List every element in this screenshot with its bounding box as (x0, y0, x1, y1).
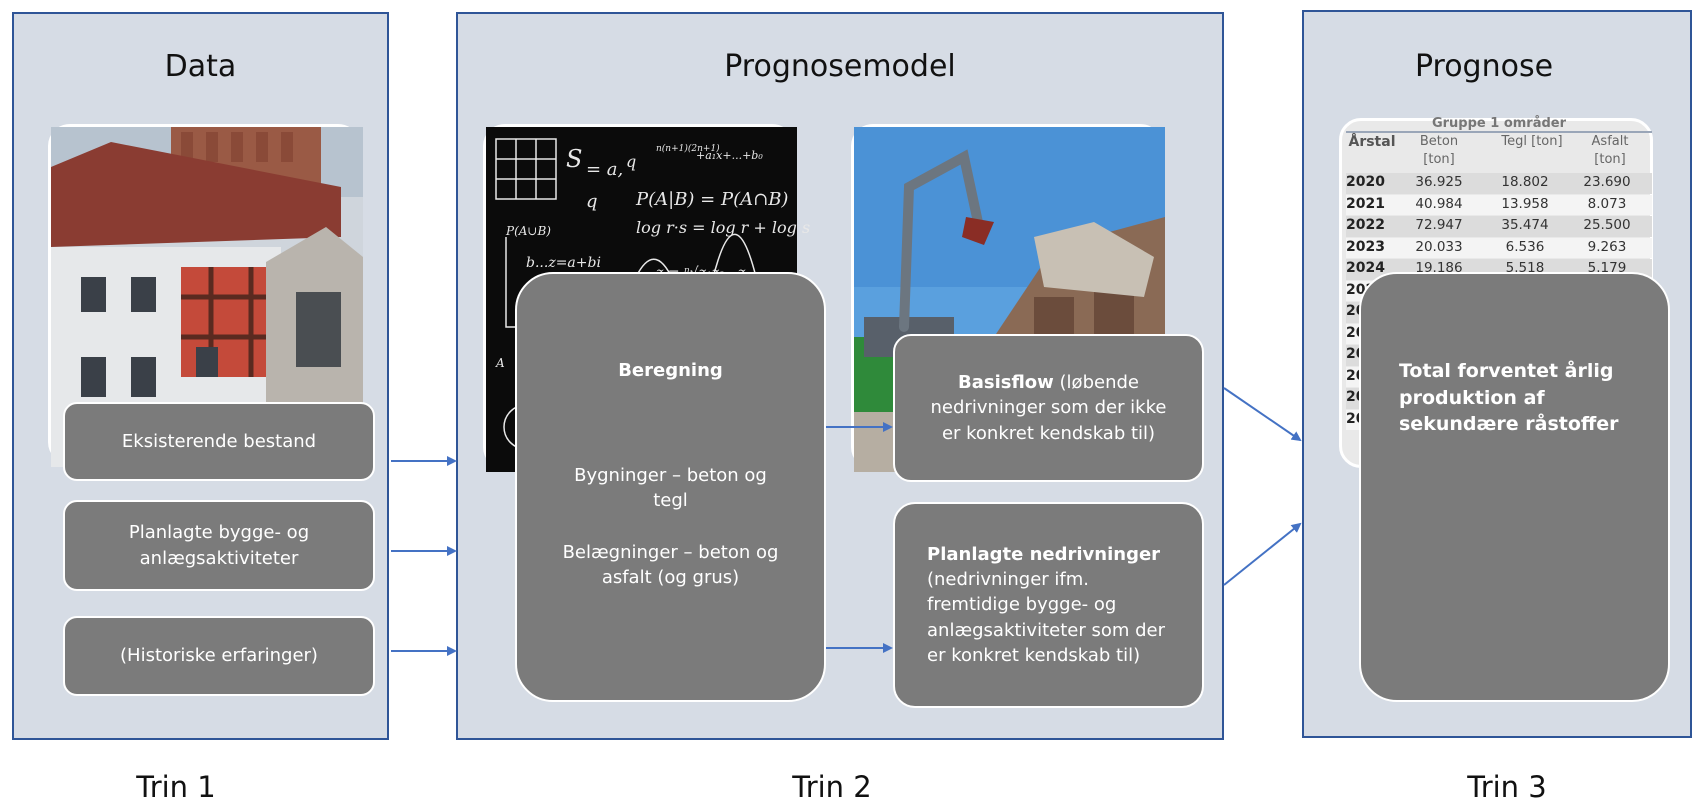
table-header-asfalt: Asfalt [ton] (1591, 134, 1629, 167)
svg-text:b...z=a+bi: b...z=a+bi (526, 255, 601, 271)
table-row (1346, 173, 1652, 194)
svg-text:log r·s = log r + log s: log r·s = log r + log s (636, 218, 810, 237)
basisflow-title: Basisflow (958, 372, 1054, 394)
table-cell-value: 25.500 (1583, 217, 1631, 233)
existing-stock-label: Eksisterende bestand (121, 430, 317, 452)
table-cell-year: 2021 (1346, 195, 1385, 212)
planned-activities-label: Planlagte bygge- og anlægsaktiviteter (128, 522, 310, 569)
table-cell-year: 2023 (1346, 238, 1385, 255)
total-production-box: Total forventet årlig produktion af seku… (1359, 272, 1670, 702)
svg-text:P(A|B) = P(A∩B): P(A|B) = P(A∩B) (635, 189, 788, 210)
table-cell-value: 6.536 (1505, 238, 1545, 255)
table-header-year: Årstal (1348, 134, 1396, 150)
panel-title-data: Data (164, 49, 237, 84)
svg-text:S: S (566, 145, 582, 173)
svg-text:n(n+1)(2n+1): n(n+1)(2n+1) (656, 143, 720, 154)
calculation-box: Beregning Bygninger – beton og tegl Belæ… (515, 272, 826, 702)
table-caption: Gruppe 1 områder (1431, 116, 1567, 131)
table-row (1346, 216, 1652, 237)
existing-stock-box: Eksisterende bestand (63, 402, 375, 481)
table-header-tegl: Tegl [ton] (1501, 134, 1563, 149)
table-cell-value: 36.925 (1415, 174, 1463, 190)
planned-demolitions-title: Planlagte nedrivninger (927, 544, 1161, 566)
step-label-1: Trin 1 (136, 770, 216, 804)
svg-text:A: A (495, 356, 505, 370)
historical-experience-label: (Historiske erfaringer) (120, 645, 318, 667)
svg-text:q: q (626, 152, 636, 171)
table-cell-value: 40.984 (1415, 195, 1463, 212)
total-production-label: Total forventet årlig produktion af seku… (1399, 360, 1619, 436)
table-cell-year: 2020 (1346, 174, 1385, 190)
svg-text:= a,: = a, (586, 159, 623, 180)
table-cell-value: 72.947 (1415, 217, 1463, 233)
step-label-2: Trin 2 (792, 770, 872, 804)
calculation-buildings: Bygninger – beton og tegl (574, 465, 767, 512)
svg-text:q: q (586, 191, 598, 212)
table-cell-value: 8.073 (1587, 195, 1627, 212)
panel-title-model: Prognosemodel (724, 49, 956, 84)
table-cell-value: 23.690 (1583, 174, 1631, 190)
panel-title-forecast: Prognose (1414, 49, 1554, 84)
planned-activities-box: Planlagte bygge- og anlægsaktiviteter (63, 500, 375, 591)
basisflow-box: Basisflow (løbende nedrivninger som der … (893, 334, 1204, 482)
table-cell-value: 13.958 (1501, 195, 1549, 212)
svg-text:+a₁x+...+b₀: +a₁x+...+b₀ (696, 149, 763, 162)
arrow-planned-to-forecast (1223, 522, 1302, 586)
calculation-pavements: Belægninger – beton og asfalt (og grus) (562, 541, 779, 588)
step-label-3: Trin 3 (1467, 770, 1547, 804)
table-cell-value: 20.033 (1415, 238, 1463, 255)
arrow-basisflow-to-forecast (1223, 387, 1302, 442)
table-row (1346, 194, 1652, 215)
table-cell-year: 2024 (1346, 260, 1385, 276)
basisflow-description: (løbende nedrivninger som der ikke er ko… (930, 372, 1167, 444)
calculation-title: Beregning (618, 360, 723, 381)
table-cell-value: 35.474 (1501, 217, 1549, 233)
table-row (1346, 237, 1652, 258)
table-cell-value: 9.263 (1587, 238, 1627, 255)
svg-text:P(A∪B): P(A∪B) (505, 224, 551, 238)
planned-demolitions-description: (nedrivninger ifm. fremtidige bygge- og … (927, 569, 1166, 666)
planned-demolitions-box: Planlagte nedrivninger (nedrivninger ifm… (893, 502, 1204, 708)
table-cell-value: 18.802 (1501, 174, 1549, 190)
historical-experience-box: (Historiske erfaringer) (63, 616, 375, 696)
table-cell-year: 2022 (1346, 217, 1385, 233)
table-header-beton: Beton [ton] (1419, 134, 1459, 167)
